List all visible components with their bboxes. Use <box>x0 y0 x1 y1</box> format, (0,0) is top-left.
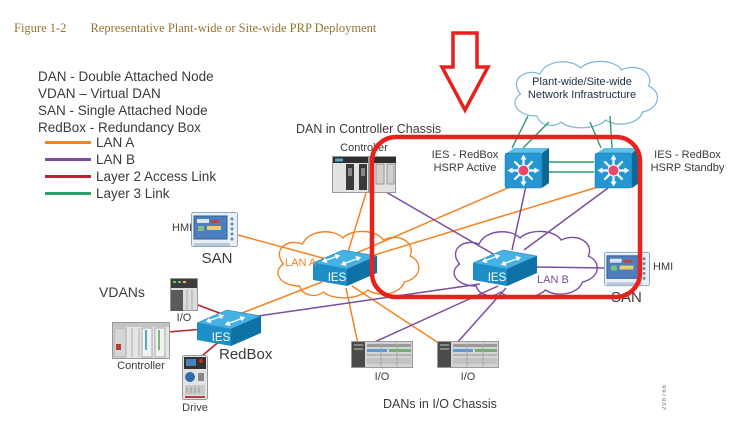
legend-def-san: SAN - Single Attached Node <box>38 103 208 118</box>
lan-a-line-swatch <box>45 141 91 144</box>
hmi-left-label: HMI <box>172 222 193 234</box>
figure-caption: Figure 1-2 Representative Plant-wide or … <box>14 21 376 36</box>
legend-lan-b-label: LAN B <box>96 152 136 167</box>
legend-definitions: DAN - Double Attached Node VDAN – Virtua… <box>38 68 214 136</box>
drive-device-icon <box>182 355 208 400</box>
ies-label-redbox: IES <box>212 332 231 344</box>
hsrp-standby-label: IES - RedBox HSRP Standby <box>650 149 725 174</box>
legend-row-layer2: Layer 2 Access Link <box>45 168 216 185</box>
legend-def-dan: DAN - Double Attached Node <box>38 69 214 84</box>
controller-left-label: Controller <box>117 360 165 372</box>
ies-switch-redbox: IES <box>197 306 261 348</box>
infrastructure-cloud-label: Plant-wide/Site-wide Network Infrastruct… <box>527 76 637 101</box>
dan-controller-chassis-title: DAN in Controller Chassis <box>296 122 442 136</box>
io-left-label: I/O <box>176 312 192 324</box>
l3-switch-hsrp-active-icon <box>504 147 550 192</box>
figure-title: Representative Plant-wide or Site-wide P… <box>90 21 377 35</box>
io-module-left-icon <box>170 278 198 311</box>
san-left-label: SAN <box>201 250 233 267</box>
legend-row-layer3: Layer 3 Link <box>45 185 216 202</box>
legend-row-lan-b: LAN B <box>45 151 216 168</box>
hmi-left-device-icon <box>191 212 238 249</box>
figure-number-vertical: 298766 <box>662 384 668 411</box>
lan-a-cloud-label: LAN A <box>285 257 317 269</box>
vdans-label: VDANs <box>99 284 145 300</box>
legend-lan-a-label: LAN A <box>96 135 135 150</box>
l3-switch-hsrp-standby-icon <box>594 147 640 192</box>
hsrp-active-label: IES - RedBox HSRP Active <box>431 149 499 174</box>
dans-io-chassis-title: DANs in I/O Chassis <box>383 397 497 411</box>
hmi-right-device-icon <box>604 251 650 289</box>
controller-top-device-icon <box>332 156 396 193</box>
lan-b-cloud-label: LAN B <box>537 274 569 286</box>
io-chassis-2-icon <box>436 341 500 368</box>
ies-switch-lan-a: IES <box>313 246 377 288</box>
legend-def-redbox: RedBox - Redundancy Box <box>38 120 201 135</box>
ies-label-lan-a: IES <box>328 272 347 284</box>
drive-label: Drive <box>182 402 208 414</box>
lan-b-line-swatch <box>45 158 91 161</box>
ies-label-lan-b: IES <box>488 272 507 284</box>
layer3-line-swatch <box>45 192 91 195</box>
legend-layer2-label: Layer 2 Access Link <box>96 169 217 184</box>
hmi-right-label: HMI <box>653 261 674 273</box>
legend-def-vdan: VDAN – Virtual DAN <box>38 86 161 101</box>
legend-link-key: LAN A LAN B Layer 2 Access Link Layer 3 … <box>45 134 216 202</box>
io-chassis-1-icon <box>351 341 413 368</box>
redbox-label: RedBox <box>219 346 273 363</box>
legend-row-lan-a: LAN A <box>45 134 216 151</box>
io-chassis-2-label: I/O <box>460 371 476 383</box>
controller-top-label: Controller <box>340 142 388 154</box>
san-right-label: SAN <box>611 289 642 306</box>
legend-layer3-label: Layer 3 Link <box>96 186 170 201</box>
controller-left-device-icon <box>112 322 170 359</box>
ies-switch-lan-b: IES <box>473 246 537 288</box>
figure-label: Figure 1-2 <box>14 21 67 35</box>
io-chassis-1-label: I/O <box>374 371 390 383</box>
layer2-line-swatch <box>45 175 91 178</box>
